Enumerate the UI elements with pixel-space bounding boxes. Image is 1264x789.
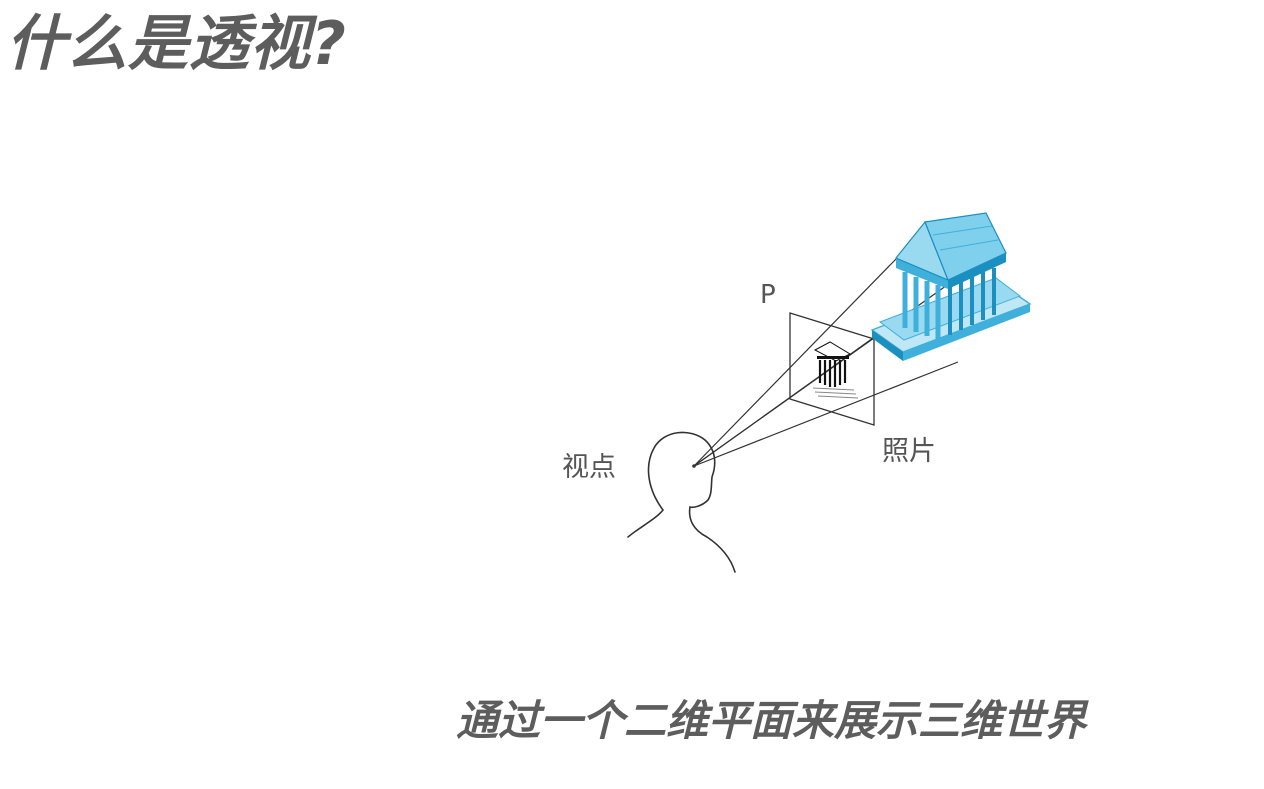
temple-icon bbox=[870, 212, 1032, 361]
plane-label: P bbox=[760, 280, 776, 310]
viewpoint-marker bbox=[692, 464, 696, 468]
picture-plane bbox=[789, 312, 875, 426]
sight-lines bbox=[693, 258, 959, 467]
page-title: 什么是透视? bbox=[6, 9, 347, 79]
caption: 通过一个二维平面来展示三维世界 bbox=[456, 696, 1087, 745]
viewpoint-label: 视点 bbox=[562, 452, 616, 483]
photo-label: 照片 bbox=[882, 436, 936, 467]
photo-temple-icon bbox=[812, 341, 859, 399]
head-outline-icon bbox=[627, 431, 736, 573]
